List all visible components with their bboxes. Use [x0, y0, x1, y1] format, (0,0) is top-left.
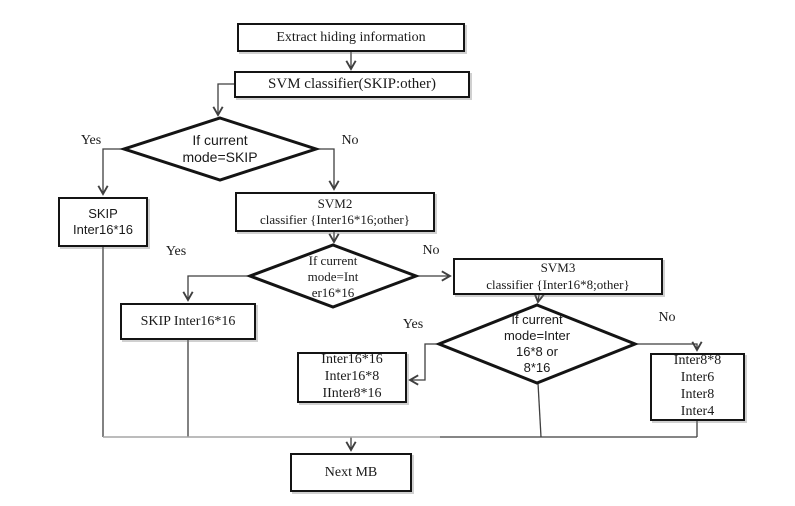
node-text: SKIP — [88, 205, 118, 221]
node-extract-hiding-information: Extract hiding information — [237, 23, 465, 52]
node-svm3-classifier: SVM3 classifier {Inter16*8;other} — [453, 258, 663, 295]
edge-decision2-yes — [182, 275, 250, 302]
node-text: SVM2 — [317, 195, 353, 211]
decision-shapes — [119, 116, 640, 385]
edge-decision3-yes — [408, 343, 439, 386]
node-text: Inter16*8 — [324, 369, 380, 385]
decision-text: 16*8 or — [516, 344, 558, 359]
edge-decision3-no — [635, 341, 703, 352]
branch-label-no-2: No — [422, 243, 440, 258]
node-text: Inter16*16 — [73, 222, 133, 237]
decision-text: If current — [192, 131, 248, 148]
node-text: IInter8*16 — [322, 385, 382, 401]
decision-mode-skip: If current mode=SKIP — [124, 128, 316, 170]
decision-text: mode=SKIP — [182, 149, 258, 165]
decision-mode-inter16x8-shape — [434, 303, 640, 385]
node-skip-inter16x16-result: SKIP Inter16*16 — [120, 303, 256, 340]
decision-text: If current — [308, 253, 358, 269]
node-text: Extract hiding information — [276, 29, 426, 45]
branch-label-no-3: No — [658, 310, 676, 325]
decision-text: 8*16 — [523, 359, 551, 375]
branch-label-yes-1: Yes — [80, 133, 102, 148]
decision-text: mode=Int — [307, 269, 359, 285]
node-svm2-classifier: SVM2 classifier {Inter16*16;other} — [235, 192, 435, 232]
node-text: Inter6 — [680, 370, 715, 386]
connectors — [97, 52, 703, 452]
decision-text: If current — [511, 312, 563, 328]
node-text: SVM3 — [540, 260, 576, 276]
node-text: Inter16*16 — [321, 352, 383, 368]
node-text: Inter8 — [680, 387, 715, 402]
decision-text: mode=Inter — [503, 328, 571, 344]
node-text: Inter8*8 — [673, 353, 722, 369]
edge-decision1-yes — [97, 148, 124, 196]
node-modes-inter16-group: Inter16*16 Inter16*8 IInter8*16 — [297, 352, 407, 403]
decision-mode-inter16x16: If current mode=Int er16*16 — [250, 251, 416, 303]
node-text: classifier {Inter16*8;other} — [486, 276, 630, 292]
node-skip-inter16x16-left: SKIP Inter16*16 — [58, 197, 148, 247]
decision-mode-inter16x16-shape — [245, 243, 421, 309]
decision-mode-skip-shape — [119, 116, 321, 182]
node-svm-classifier: SVM classifier(SKIP:other) — [234, 71, 470, 98]
branch-label-yes-3: Yes — [402, 317, 424, 332]
node-text: SVM classifier(SKIP:other) — [268, 76, 436, 93]
node-text: SKIP Inter16*16 — [140, 313, 236, 329]
decision-text: er16*16 — [311, 284, 355, 300]
node-text: Inter4 — [680, 403, 715, 419]
node-text: Next MB — [324, 464, 378, 480]
node-text: classifier {Inter16*16;other} — [259, 212, 410, 227]
node-next-mb: Next MB — [290, 453, 412, 492]
edge-decision3-down — [537, 382, 542, 438]
branch-label-yes-2: Yes — [165, 244, 187, 259]
decision-mode-inter16x8: If current mode=Inter 16*8 or 8*16 — [439, 311, 635, 377]
branch-label-no-1: No — [341, 133, 359, 148]
node-modes-inter8-group: Inter8*8 Inter6 Inter8 Inter4 — [650, 353, 745, 421]
edge-svm3-to-decision3 — [533, 292, 545, 304]
edge-decision1-no — [316, 148, 340, 191]
edge-svm1-to-decision1 — [212, 83, 234, 117]
